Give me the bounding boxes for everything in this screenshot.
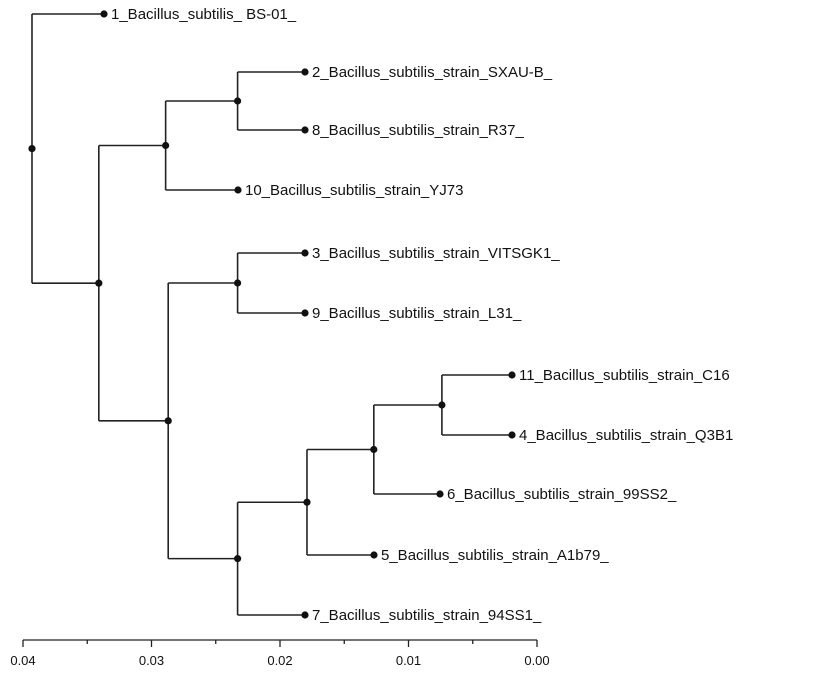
tree-leaf-labels: 1_Bacillus_subtilis_ BS-01_ 2_Bacillus_su… <box>111 6 733 624</box>
axis-tick-label-0.02: 0.02 <box>267 653 292 668</box>
internal-node-dot-root <box>28 144 36 153</box>
axis-tick-label-0.00: 0.00 <box>524 653 549 668</box>
internal-node-dot-n_lower <box>233 555 242 563</box>
leaf-label-L6: 6_Bacillus_subtilis_strain_99SS2_ <box>447 486 677 503</box>
axis-tick-label-0.04: 0.04 <box>10 653 35 668</box>
leaf-label-L3: 3_Bacillus_subtilis_strain_VITSGK1_ <box>312 245 560 262</box>
leaf-label-L1: 1_Bacillus_subtilis_ BS-01_ <box>111 6 297 23</box>
leaf-label-L4: 4_Bacillus_subtilis_strain_Q3B1 <box>519 427 733 444</box>
leaf-dot-L9 <box>301 309 309 317</box>
leaf-dot-L8 <box>301 126 309 134</box>
leaf-dot-L7 <box>301 611 309 619</box>
leaf-label-L7: 7_Bacillus_subtilis_strain_94SS1_ <box>312 607 542 624</box>
axis-tick-label-0.03: 0.03 <box>139 653 164 668</box>
leaf-dot-L3 <box>301 249 309 257</box>
internal-node-dot-n_top <box>162 141 170 150</box>
leaf-dot-L10 <box>234 186 242 194</box>
leaf-dot-L4 <box>508 431 516 439</box>
leaf-label-L10: 10_Bacillus_subtilis_strain_YJ73 <box>245 182 463 199</box>
leaf-dot-L1 <box>100 10 108 18</box>
distance-scale-axis: 0.04 0.03 0.02 0.01 0.00 <box>10 639 550 668</box>
internal-node-dot-n_left <box>95 279 103 287</box>
leaf-dot-L5 <box>370 551 378 559</box>
leaf-label-L2: 2_Bacillus_subtilis_strain_SXAU-B_ <box>312 64 553 81</box>
leaf-label-L5: 5_Bacillus_subtilis_strain_A1b79_ <box>381 547 609 564</box>
axis-tick-label-0.01: 0.01 <box>396 653 421 668</box>
leaf-dot-L6 <box>436 490 444 498</box>
leaf-label-L11: 11_Bacillus_subtilis_strain_C16 <box>519 367 730 384</box>
leaf-dot-L11 <box>508 371 516 379</box>
internal-node-dot-n_11_4 <box>438 401 446 409</box>
internal-node-dot-n_bot <box>164 417 172 425</box>
leaf-label-L9: 9_Bacillus_subtilis_strain_L31_ <box>312 305 522 322</box>
internal-node-dot-n_sub <box>370 445 378 454</box>
internal-node-dot-n_2_8 <box>233 97 242 105</box>
tree-node-dots <box>28 10 516 619</box>
internal-node-dot-n_mid <box>303 498 311 506</box>
leaf-dot-L2 <box>301 68 309 76</box>
internal-node-dot-n_3_9 <box>233 279 242 287</box>
leaf-label-L8: 8_Bacillus_subtilis_strain_R37_ <box>312 122 524 139</box>
